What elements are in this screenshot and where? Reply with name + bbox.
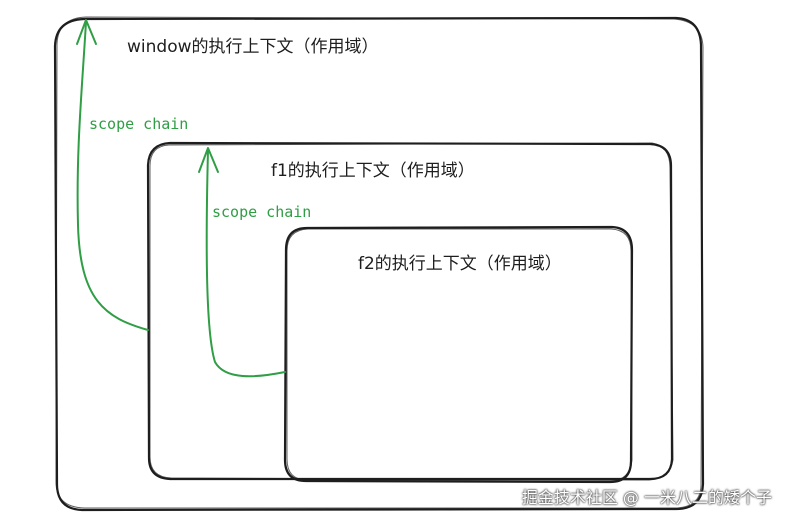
window-context-box <box>53 16 705 512</box>
f1-context-title: f1的执行上下文（作用域） <box>271 161 475 181</box>
inner-scope-chain-arrow <box>198 147 286 378</box>
inner-scope-chain-label: scope chain <box>212 203 311 221</box>
outer-scope-chain-label: scope chain <box>89 115 188 133</box>
window-context-title: window的执行上下文（作用域） <box>127 37 379 57</box>
f2-context-title: f2的执行上下文（作用域） <box>358 254 562 274</box>
watermark: 掘金技术社区 @ 一米八二的矮个子 <box>521 488 772 507</box>
f1-context-box <box>146 141 674 481</box>
outer-scope-chain-arrow <box>76 19 149 331</box>
f2-context-box <box>283 225 634 484</box>
